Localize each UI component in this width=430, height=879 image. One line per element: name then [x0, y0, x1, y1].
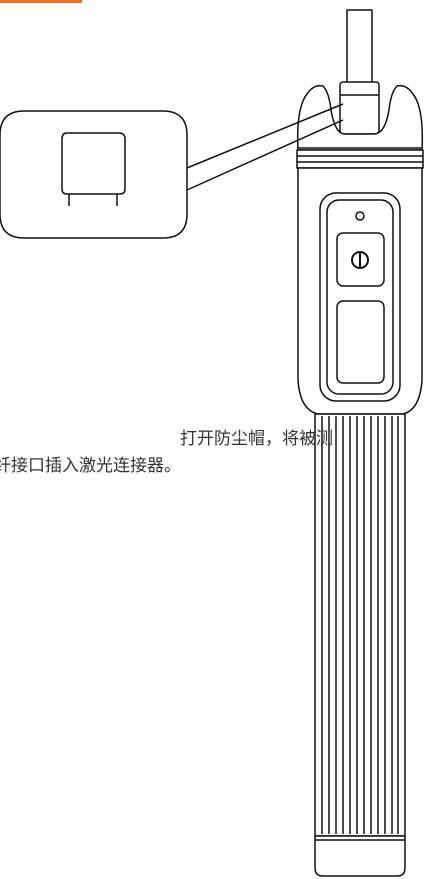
caption-line-2: 纤接口插入激光连接器。 — [0, 456, 181, 476]
collar — [296, 149, 424, 169]
end-cap — [314, 835, 406, 877]
caption-line-1: 打开防尘帽，将被测 — [180, 429, 333, 449]
accent-bar — [0, 0, 82, 3]
power-button[interactable] — [336, 232, 385, 287]
power-icon — [351, 251, 369, 269]
handle — [314, 413, 406, 837]
dust-cap — [296, 84, 424, 151]
fiber-connector — [339, 9, 380, 135]
indicator-light — [355, 211, 365, 221]
mode-button[interactable] — [336, 300, 385, 384]
zoom-callout — [0, 103, 344, 239]
